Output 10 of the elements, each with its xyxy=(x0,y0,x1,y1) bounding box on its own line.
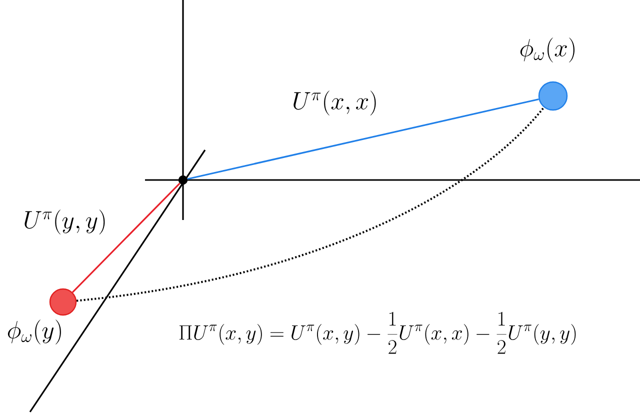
edge-label: $U^\pi(y,y)$ xyxy=(24,210,105,234)
point-marker xyxy=(49,288,77,316)
point-label: $\phi_\omega(y)$ xyxy=(8,320,61,344)
formula: $\Pi U^\pi(x,y) = U^\pi(x,y) - \frac{1}{2}U^\pi(x,x) - \frac{1}{2}U^\pi(y,y)$ xyxy=(179,312,576,354)
connector-line xyxy=(72,182,180,293)
point-marker xyxy=(538,81,568,111)
edge-label: $U^\pi(x,x)$ xyxy=(294,90,376,116)
point-label: $\phi_\omega(x)$ xyxy=(520,38,574,62)
connector-line xyxy=(187,98,539,180)
connector-line xyxy=(76,106,545,302)
